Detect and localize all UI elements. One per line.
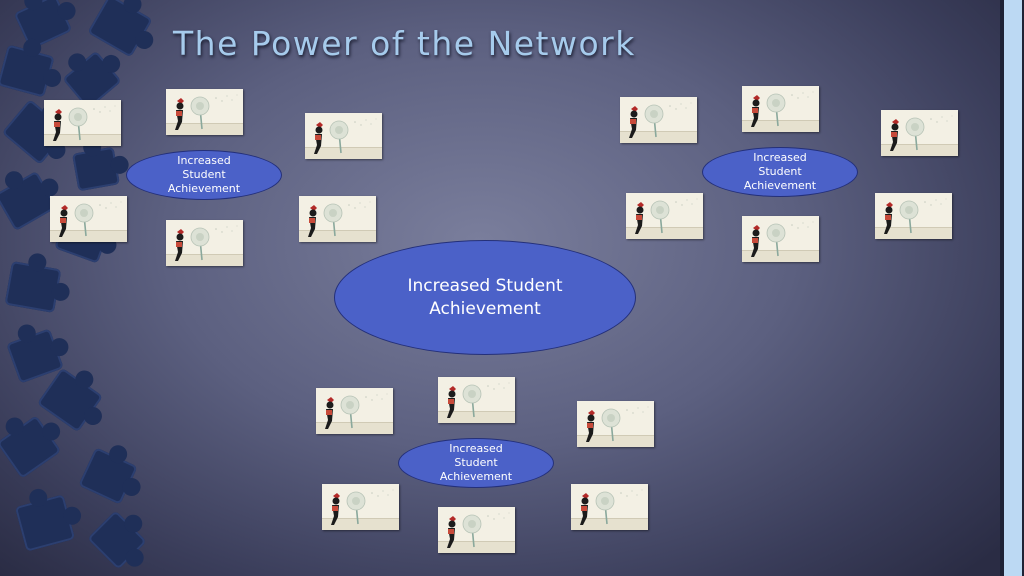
puzzle-piece-icon [87, 510, 147, 570]
puzzle-piece-icon [4, 260, 62, 314]
cluster-thumbnail [166, 89, 243, 135]
dandelion-blowing-photo-icon [50, 196, 127, 242]
dandelion-blowing-photo-icon [299, 196, 376, 242]
cluster-thumbnail [316, 388, 393, 434]
dandelion-blowing-photo-icon [626, 193, 703, 239]
puzzle-piece-icon [13, 0, 73, 50]
cluster-oval-top-right: Increased Student Achievement [702, 147, 858, 197]
dandelion-blowing-photo-icon [620, 97, 697, 143]
dandelion-blowing-photo-icon [322, 484, 399, 530]
puzzle-decoration [0, 0, 170, 576]
cluster-thumbnail [571, 484, 648, 530]
dandelion-blowing-photo-icon [438, 377, 515, 423]
dandelion-blowing-photo-icon [742, 86, 819, 132]
cluster-thumbnail [322, 484, 399, 530]
cluster-label: Increased Student Achievement [167, 154, 241, 195]
dandelion-blowing-photo-icon [438, 507, 515, 553]
cluster-thumbnail [742, 216, 819, 262]
cluster-thumbnail [626, 193, 703, 239]
cluster-thumbnail [166, 220, 243, 266]
dandelion-blowing-photo-icon [881, 110, 958, 156]
puzzle-piece-icon [0, 170, 58, 232]
puzzle-piece-icon [78, 447, 138, 505]
puzzle-piece-icon [0, 415, 62, 479]
cluster-thumbnail [305, 113, 382, 159]
dandelion-blowing-photo-icon [166, 220, 243, 266]
right-accent-bar [1000, 0, 1024, 576]
center-oval: Increased Student Achievement [334, 240, 636, 355]
puzzle-piece-icon [87, 0, 153, 58]
dandelion-blowing-photo-icon [316, 388, 393, 434]
dandelion-blowing-photo-icon [44, 100, 121, 146]
cluster-thumbnail [875, 193, 952, 239]
slide-title: The Power of the Network [173, 24, 636, 63]
cluster-thumbnail [438, 507, 515, 553]
dandelion-blowing-photo-icon [166, 89, 243, 135]
dandelion-blowing-photo-icon [577, 401, 654, 447]
puzzle-piece-icon [72, 146, 120, 192]
slide: The Power of the Network Increased Stude… [0, 0, 1000, 576]
cluster-thumbnail [742, 86, 819, 132]
cluster-thumbnail [881, 110, 958, 156]
accent-stripe [1004, 0, 1022, 576]
cluster-thumbnail [50, 196, 127, 242]
cluster-label: Increased Student Achievement [743, 151, 817, 192]
cluster-oval-top-left: Increased Student Achievement [126, 150, 282, 200]
dandelion-blowing-photo-icon [742, 216, 819, 262]
cluster-thumbnail [620, 97, 697, 143]
cluster-thumbnail [44, 100, 121, 146]
cluster-thumbnail [577, 401, 654, 447]
dandelion-blowing-photo-icon [571, 484, 648, 530]
cluster-label: Increased Student Achievement [439, 442, 513, 483]
puzzle-piece-icon [14, 494, 76, 552]
cluster-oval-bottom: Increased Student Achievement [398, 438, 554, 488]
dandelion-blowing-photo-icon [875, 193, 952, 239]
center-label: Increased Student Achievement [407, 275, 563, 319]
puzzle-piece-icon [0, 44, 55, 98]
cluster-thumbnail [299, 196, 376, 242]
dandelion-blowing-photo-icon [305, 113, 382, 159]
cluster-thumbnail [438, 377, 515, 423]
